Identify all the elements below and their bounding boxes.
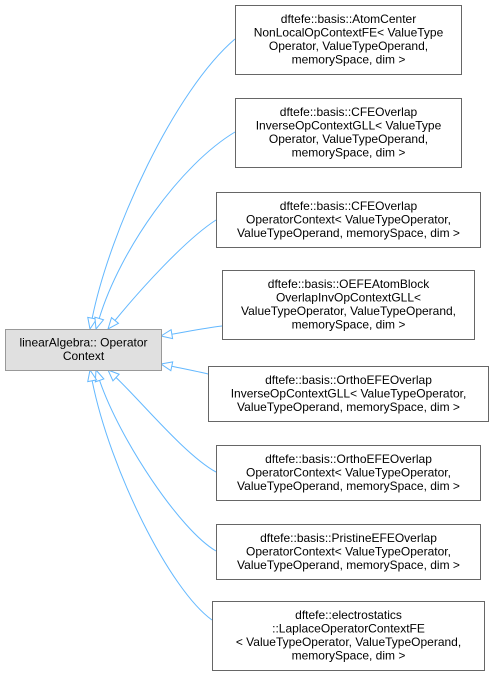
- derived-class-node-1-label-line: Operator, ValueTypeOperand,: [269, 39, 428, 53]
- inheritance-edge: [115, 377, 217, 473]
- inheritance-arrowhead: [94, 316, 105, 331]
- inheritance-edge: [91, 38, 236, 319]
- derived-class-node-8-box: [212, 601, 485, 671]
- base-class-node[interactable]: linearAlgebra:: OperatorContext: [5, 329, 162, 371]
- derived-class-node-1-label-line: memorySpace, dim >: [292, 53, 406, 67]
- derived-class-node-2-label-line: dftefe::basis::CFEOverlap: [280, 105, 418, 119]
- derived-class-node-4-label-line: dftefe::basis::OEFEAtomBlock: [268, 277, 430, 291]
- derived-class-node-7-box: [216, 524, 481, 580]
- derived-class-node-1-label-line: NonLocalOpContextFE< ValueType: [254, 26, 444, 40]
- derived-class-node-6-label-line: dftefe::basis::OrthoEFEOverlap: [265, 452, 432, 466]
- base-class-node-label-line: Context: [63, 349, 105, 363]
- derived-class-node-2-label-line: Operator, ValueTypeOperand,: [269, 132, 428, 146]
- derived-class-node-8-label-line: < ValueTypeOperator, ValueTypeOperand,: [236, 635, 461, 649]
- derived-class-node-6-label-line: ValueTypeOperand, memorySpace, dim >: [237, 479, 460, 493]
- derived-class-node-5-label-line: dftefe::basis::OrthoEFEOverlap: [265, 373, 432, 387]
- derived-class-node-1-label-line: dftefe::basis::AtomCenter: [281, 12, 416, 26]
- derived-class-node-1-box: [235, 5, 462, 75]
- derived-class-node-3-label-line: ValueTypeOperand, memorySpace, dim >: [237, 226, 460, 240]
- derived-class-node-2[interactable]: dftefe::basis::CFEOverlapInverseOpContex…: [235, 98, 462, 168]
- derived-class-node-5[interactable]: dftefe::basis::OrthoEFEOverlapInverseOpC…: [208, 366, 489, 422]
- derived-class-node-4[interactable]: dftefe::basis::OEFEAtomBlockOverlapInvOp…: [222, 270, 475, 340]
- derived-class-node-3-label-line: dftefe::basis::CFEOverlap: [280, 199, 418, 213]
- inheritance-edge: [171, 325, 223, 335]
- derived-class-node-8-label-line: memorySpace, dim >: [292, 649, 406, 663]
- inheritance-edge: [114, 219, 217, 321]
- inheritance-arrowhead: [87, 368, 98, 383]
- derived-class-node-5-label-line: InverseOpContextGLL< ValueTypeOperator,: [231, 386, 467, 400]
- derived-class-node-7[interactable]: dftefe::basis::PristineEFEOverlapOperato…: [216, 524, 481, 580]
- derived-class-node-3-label-line: OperatorContext< ValueTypeOperator,: [246, 212, 451, 226]
- inheritance-edge: [99, 380, 217, 552]
- inheritance-arrowhead: [159, 361, 174, 372]
- base-class-node-label-line: linearAlgebra:: Operator: [19, 336, 147, 350]
- derived-class-node-3[interactable]: dftefe::basis::CFEOverlapOperatorContext…: [216, 192, 481, 248]
- derived-class-node-7-label-line: dftefe::basis::PristineEFEOverlap: [260, 531, 437, 545]
- inheritance-arrowhead: [107, 369, 120, 382]
- derived-class-node-2-label-line: memorySpace, dim >: [292, 146, 406, 160]
- derived-class-node-5-box: [208, 366, 489, 422]
- class-nodes: linearAlgebra:: OperatorContextdftefe::b…: [5, 5, 489, 671]
- derived-class-node-6[interactable]: dftefe::basis::OrthoEFEOverlapOperatorCo…: [216, 445, 481, 501]
- derived-class-node-6-label-line: OperatorContext< ValueTypeOperator,: [246, 465, 451, 479]
- inheritance-edge: [171, 365, 209, 375]
- derived-class-node-4-box: [222, 270, 475, 340]
- inheritance-arrowhead: [94, 368, 105, 383]
- derived-class-node-2-label-line: InverseOpContextGLL< ValueType: [256, 119, 442, 133]
- derived-class-node-4-label-line: ValueTypeOperator, ValueTypeOperand,: [241, 304, 456, 318]
- derived-class-node-8[interactable]: dftefe::electrostatics::LaplaceOperatorC…: [212, 601, 485, 671]
- derived-class-node-6-box: [216, 445, 481, 501]
- inheritance-edge: [91, 380, 213, 621]
- inheritance-arrowhead: [159, 328, 174, 340]
- derived-class-node-2-box: [235, 98, 462, 168]
- derived-class-node-1[interactable]: dftefe::basis::AtomCenterNonLocalOpConte…: [235, 5, 462, 75]
- derived-class-node-8-label-line: ::LaplaceOperatorContextFE: [272, 622, 425, 636]
- derived-class-node-5-label-line: ValueTypeOperand, memorySpace, dim >: [237, 400, 460, 414]
- derived-class-node-7-label-line: ValueTypeOperand, memorySpace, dim >: [237, 558, 460, 572]
- base-class-node-box: [5, 329, 162, 371]
- inheritance-arrowhead: [87, 316, 98, 331]
- inheritance-arrowhead: [107, 316, 120, 331]
- derived-class-node-8-label-line: dftefe::electrostatics: [295, 608, 402, 622]
- derived-class-node-4-label-line: memorySpace, dim >: [292, 318, 406, 332]
- inheritance-edges: [87, 38, 236, 621]
- derived-class-node-4-label-line: OverlapInvOpContextGLL<: [276, 291, 421, 305]
- derived-class-node-7-label-line: OperatorContext< ValueTypeOperator,: [246, 544, 451, 558]
- derived-class-node-3-box: [216, 192, 481, 248]
- inheritance-edge: [98, 131, 236, 319]
